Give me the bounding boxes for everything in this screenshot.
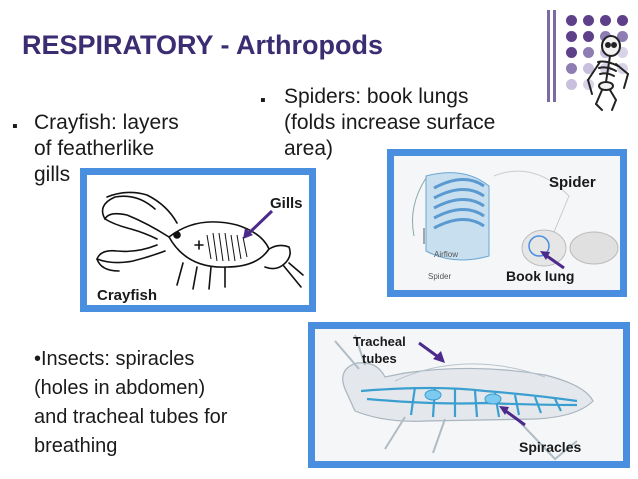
crayfish-label: Crayfish xyxy=(97,287,158,304)
insect-drawing xyxy=(315,329,623,461)
crayfish-bullet-line: Crayfish: layers xyxy=(34,111,179,134)
crayfish-drawing xyxy=(95,191,304,290)
tracheal-tubes-label-line: tubes xyxy=(362,351,397,366)
spider-figure: Spider Book lung Airflow Spider xyxy=(387,149,627,297)
crayfish-bullet-line: of featherlike xyxy=(34,137,155,160)
crayfish-bullet-line: gills xyxy=(34,163,71,186)
insect-bullet: •Insects: spiracles (holes in abdomen) a… xyxy=(34,345,227,461)
spider-bullet-line: (folds increase surface xyxy=(284,111,496,134)
spider-small-label: Spider xyxy=(428,272,452,281)
spider-drawing xyxy=(394,156,620,290)
spider-bullet-line: Spiders: book lungs xyxy=(284,85,469,108)
decor-line-1 xyxy=(547,10,550,102)
spider-bullet-line: area) xyxy=(284,137,334,160)
insect-bullet-line: and tracheal tubes for xyxy=(34,406,228,428)
bullet-square-icon: ▪ xyxy=(260,92,266,109)
page-title: RESPIRATORY - Arthropods xyxy=(22,30,384,60)
bullet-square-icon: ▪ xyxy=(12,118,18,135)
tracheal-tubes-label-line: Tracheal xyxy=(353,334,406,349)
insect-bullet-line: (holes in abdomen) xyxy=(34,377,206,399)
spider-bullet: Spiders: book lungs (folds increase surf… xyxy=(284,84,495,162)
tracheal-tubes-label: Tracheal tubes xyxy=(353,333,406,367)
gills-label: Gills xyxy=(270,195,303,212)
insect-figure: Tracheal tubes Spiracles xyxy=(308,322,630,468)
spider-label: Spider xyxy=(549,174,596,191)
decor-line-2 xyxy=(553,10,556,102)
book-lung-label: Book lung xyxy=(506,268,575,284)
crayfish-figure: Gills Crayfish xyxy=(80,168,316,312)
airflow-label: Airflow xyxy=(434,250,459,259)
spiracles-label: Spiracles xyxy=(519,439,582,455)
crayfish-bullet: Crayfish: layers of featherlike gills xyxy=(34,110,179,188)
insect-bullet-line: •Insects: spiracles xyxy=(34,348,195,370)
insect-bullet-line: breathing xyxy=(34,435,118,457)
